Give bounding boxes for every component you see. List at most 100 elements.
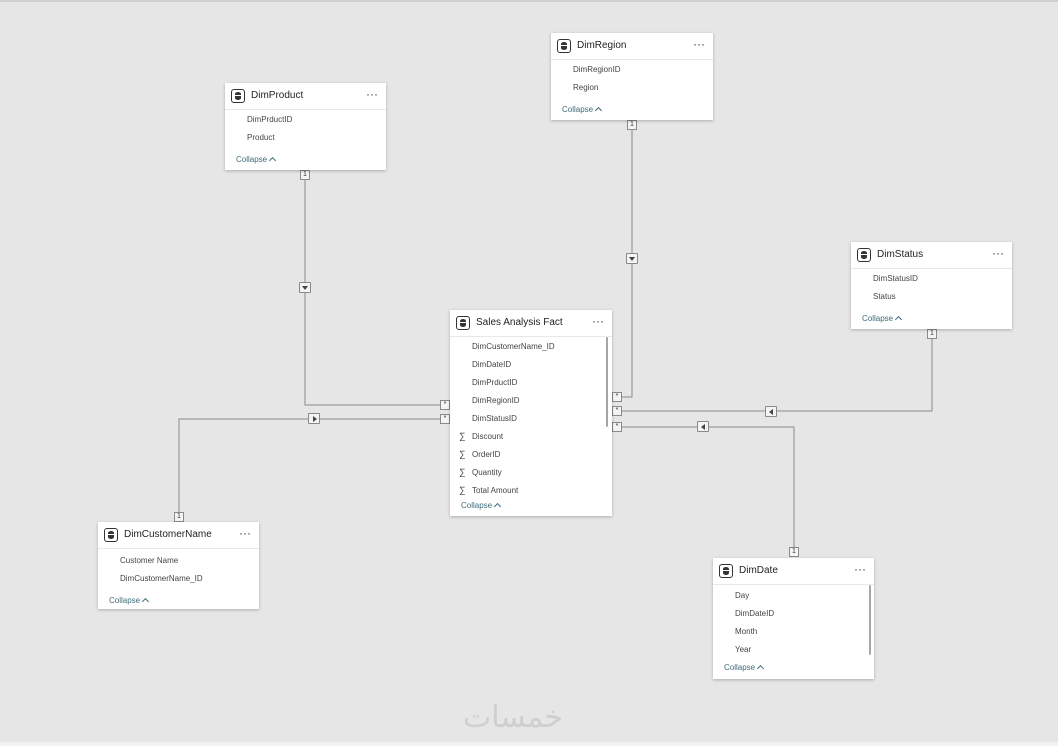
table-header[interactable]: DimCustomerName ··· [98, 522, 259, 549]
measure-field-item[interactable]: ∑ Total Amount [459, 485, 519, 495]
sigma-icon: ∑ [459, 449, 466, 459]
filter-direction-down-icon[interactable] [299, 282, 311, 293]
chevron-up-icon [595, 106, 603, 115]
field-item[interactable]: DimRegionID [472, 396, 520, 405]
top-border [0, 0, 1058, 2]
field-label: Discount [472, 432, 504, 441]
more-options-icon[interactable]: ··· [592, 314, 604, 328]
cardinality-many-dimregion: * [612, 392, 622, 402]
table-card-sales-analysis-fact[interactable]: Sales Analysis Fact ··· DimCustomerName_… [450, 310, 612, 516]
collapse-label: Collapse [562, 105, 594, 114]
table-card-dimstatus[interactable]: DimStatus ··· DimStatusID Status Collaps… [851, 242, 1012, 329]
cardinality-many-dimproduct: * [440, 400, 450, 410]
more-options-icon[interactable]: ··· [366, 87, 378, 101]
cardinality-many-dimdate: * [612, 422, 622, 432]
table-title: DimDate [739, 565, 778, 576]
filter-direction-left-icon[interactable] [765, 406, 777, 417]
collapse-label: Collapse [862, 314, 894, 323]
measure-field-item[interactable]: ∑ Discount [459, 431, 504, 441]
field-item[interactable]: DimStatusID [873, 274, 918, 283]
field-item[interactable]: DimRegionID [573, 65, 621, 74]
relationship-line-dimcustomername [178, 418, 450, 522]
field-item[interactable]: Region [573, 83, 599, 92]
field-item[interactable]: Day [735, 591, 750, 600]
table-header[interactable]: DimProduct ··· [225, 83, 386, 110]
filter-direction-left-icon[interactable] [697, 421, 709, 432]
table-title: DimCustomerName [124, 529, 212, 540]
cardinality-one-dimstatus: 1 [927, 329, 937, 339]
table-icon [557, 39, 571, 53]
bottom-border [0, 742, 1058, 746]
table-icon [456, 316, 470, 330]
table-header[interactable]: DimDate ··· [713, 558, 874, 585]
more-options-icon[interactable]: ··· [992, 246, 1004, 260]
chevron-up-icon [142, 597, 150, 606]
cardinality-one-dimdate: 1 [789, 547, 799, 557]
measure-field-item[interactable]: ∑OrderID [459, 449, 500, 459]
field-label: Total Amount [472, 486, 519, 495]
field-item[interactable]: DimPrductID [247, 115, 293, 124]
table-header[interactable]: Sales Analysis Fact ··· [450, 310, 612, 337]
cardinality-one-dimregion: 1 [627, 120, 637, 130]
collapse-link[interactable]: Collapse [862, 314, 903, 324]
collapse-link[interactable]: Collapse [109, 596, 150, 606]
scrollbar[interactable] [606, 337, 608, 427]
collapse-label: Collapse [236, 155, 268, 164]
table-title: DimStatus [877, 249, 924, 260]
field-label: Quantity [472, 468, 502, 477]
cardinality-many-dimstatus: * [612, 406, 622, 416]
table-header[interactable]: DimStatus ··· [851, 242, 1012, 269]
filter-direction-down-icon[interactable] [626, 253, 638, 264]
collapse-label: Collapse [461, 501, 493, 510]
collapse-link[interactable]: Collapse [724, 663, 765, 673]
table-card-dimregion[interactable]: DimRegion ··· DimRegionID Region Collaps… [551, 33, 713, 120]
chevron-up-icon [895, 315, 903, 324]
collapse-label: Collapse [724, 663, 756, 672]
chevron-up-icon [757, 664, 765, 673]
collapse-label: Collapse [109, 596, 141, 605]
more-options-icon[interactable]: ··· [693, 37, 705, 51]
table-icon [231, 89, 245, 103]
scrollbar[interactable] [869, 585, 871, 655]
cardinality-one-dimcustomername: 1 [174, 512, 184, 522]
chevron-up-icon [269, 156, 277, 165]
table-header[interactable]: DimRegion ··· [551, 33, 713, 60]
sigma-icon: ∑ [459, 431, 466, 441]
field-item[interactable]: DimDateID [735, 609, 775, 618]
chevron-up-icon [494, 502, 502, 511]
table-icon [719, 564, 733, 578]
collapse-link[interactable]: Collapse [236, 155, 277, 165]
field-item[interactable]: Product [247, 133, 275, 142]
sigma-icon: ∑ [459, 467, 466, 477]
collapse-link[interactable]: Collapse [461, 501, 502, 511]
table-card-dimcustomername[interactable]: DimCustomerName ··· Customer Name DimCus… [98, 522, 259, 609]
field-item[interactable]: DimStatusID [472, 414, 517, 423]
table-title: Sales Analysis Fact [476, 317, 563, 328]
field-item[interactable]: DimDateID [472, 360, 512, 369]
field-item[interactable]: Status [873, 292, 896, 301]
relationship-line-dimproduct [304, 170, 450, 406]
relationship-line-dimdate [612, 426, 795, 557]
sigma-icon: ∑ [459, 485, 466, 495]
field-item[interactable]: DimCustomerName_ID [472, 342, 555, 351]
filter-direction-right-icon[interactable] [308, 413, 320, 424]
field-item[interactable]: Month [735, 627, 758, 636]
measure-field-item[interactable]: ∑ Quantity [459, 467, 502, 477]
table-title: DimProduct [251, 90, 304, 101]
collapse-link[interactable]: Collapse [562, 105, 603, 115]
field-item[interactable]: DimPrductID [472, 378, 518, 387]
field-item[interactable]: Year [735, 645, 752, 654]
more-options-icon[interactable]: ··· [854, 562, 866, 576]
table-icon [104, 528, 118, 542]
field-item[interactable]: DimCustomerName_ID [120, 574, 203, 583]
table-card-dimproduct[interactable]: DimProduct ··· DimPrductID Product Colla… [225, 83, 386, 170]
table-card-dimdate[interactable]: DimDate ··· Day DimDateID Month Year Col… [713, 558, 874, 679]
watermark-logo: خمسات [463, 700, 564, 735]
table-title: DimRegion [577, 40, 627, 51]
field-item[interactable]: Customer Name [120, 556, 179, 565]
relationship-line-dimstatus [612, 329, 933, 412]
cardinality-many-dimcustomername: * [440, 414, 450, 424]
cardinality-one-dimproduct: 1 [300, 170, 310, 180]
more-options-icon[interactable]: ··· [239, 526, 251, 540]
